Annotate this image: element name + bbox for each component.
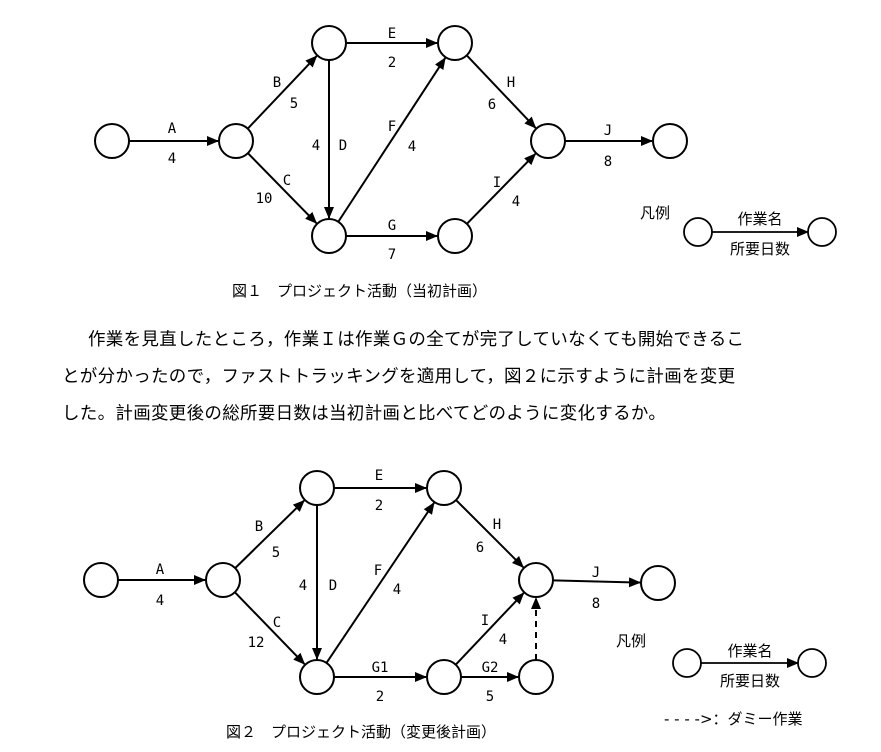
legend-2-title: 凡例 [616,632,646,650]
fig2-activity-name-a: A [156,562,165,578]
fig1-activity-name-g: G [388,218,396,234]
fig1-activity-days-c: 10 [256,191,273,207]
fig2-arrow-c [234,591,306,665]
fig1-node-n3 [311,25,347,61]
legend-1-name-label: 作業名 [737,210,782,228]
fig2-activity-name-h: H [493,517,501,533]
figure-1-caption: 図１ プロジェクト活動（当初計画） [232,282,487,300]
fig2-activity-days-g1: 2 [376,689,384,705]
fig2-node-n7 [518,562,554,598]
fig1-arrow-b [246,55,318,130]
fig2-activity-days-h: 6 [476,540,484,556]
legend-1-start-node [683,217,713,247]
legend-1-days-label: 所要日数 [730,240,790,258]
fig2-node-n4 [299,659,335,695]
fig2-activity-name-g1: G1 [372,660,389,676]
fig1-arrow-c [247,152,318,224]
fig1-activity-days-e: 2 [388,55,396,71]
fig1-node-n4 [311,218,347,254]
fig2-arrow-b [234,499,305,569]
legend-2: 凡例 作業名 所要日数 - - - ->：ダミー作業 [616,632,827,728]
fig2-activity-name-j: J [592,565,600,581]
legend-2-end-node [797,648,827,678]
fig1-activity-name-c: C [283,173,291,189]
fig1-activity-name-e: E [388,26,396,42]
fig2-activity-days-a: 4 [156,593,164,609]
fig2-node-n6 [426,659,462,695]
legend-1-title: 凡例 [640,204,670,222]
fig2-activity-days-d: 4 [299,578,307,594]
fig1-activity-name-b: B [273,75,281,91]
question-line-3: した。計画変更後の総所要日数は当初計画と比べてどのように変化するか。 [62,404,667,424]
fig2-activity-name-i: I [481,613,489,629]
fig2-activity-days-g2: 5 [486,689,494,705]
fig1-activity-days-h: 6 [488,97,496,113]
fig2-activity-days-b: 5 [272,545,280,561]
legend-2-start-node [672,648,702,678]
fig1-activity-name-h: H [507,75,515,91]
fig2-node-n5 [426,470,462,506]
fig2-node-n8 [640,565,676,601]
fig2-node-n1 [83,562,119,598]
fig2-arrow-f [325,502,435,664]
fig1-activity-name-d: D [339,138,347,154]
fig1-activity-days-j: 8 [604,154,612,170]
fig1-activity-name-j: J [604,123,612,139]
fig1-activity-days-g: 7 [388,247,396,263]
fig1-arrow-h [465,54,537,129]
fig1-node-n8 [652,123,688,159]
fig2-activity-name-c: C [273,615,281,631]
fig1-activity-days-a: 4 [168,151,176,167]
fig1-activity-days-d: 4 [312,138,320,154]
question-line-1: 作業を見直したところ，作業Ｉは作業Ｇの全てが完了していなくても開始できるこ [88,330,745,350]
legend-2-name-label: 作業名 [727,642,772,660]
fig2-arrow-h [455,499,524,568]
fig2-activity-name-e: E [375,468,383,484]
question-text: 作業を見直したところ，作業Ｉは作業Ｇの全てが完了していなくても開始できるこ とが… [62,322,862,433]
fig1-activity-days-b: 5 [290,96,298,112]
fig1-node-n5 [437,25,473,61]
fig2-activity-days-j: 8 [592,596,600,612]
fig1-node-n2 [218,123,254,159]
fig1-activity-name-f: F [388,119,396,135]
fig2-activity-days-c: 12 [248,635,265,651]
fig1-activity-name-i: I [493,175,501,191]
fig2-activity-days-e: 2 [375,498,383,514]
fig1-arrow-i [466,153,537,225]
figure-2-caption: 図２ プロジェクト活動（変更後計画） [226,723,496,741]
fig2-activity-days-f: 4 [393,582,401,598]
fig2-activity-name-b: B [255,519,263,535]
fig1-activity-name-a: A [168,121,177,137]
fig1-node-n6 [437,218,473,254]
fig2-node-n9 [518,659,554,695]
fig2-node-n3 [299,470,335,506]
fig2-arrow-j [552,577,642,588]
fig2-activity-name-d: D [329,578,337,594]
fig2-node-n2 [205,562,241,598]
question-line-2: とが分かったので，ファストトラッキングを適用して，図２に示すように計画を変更 [62,367,736,387]
fig1-arrow-f [337,57,446,223]
fig2-activity-days-i: 4 [499,632,507,648]
legend-2-dummy-label: - - - ->：ダミー作業 [664,710,803,728]
fig1-activity-days-i: 4 [512,194,520,210]
fig2-activity-name-f: F [374,563,382,579]
fig2-arrow-i [454,592,525,666]
fig1-activity-days-f: 4 [408,139,416,155]
legend-2-days-label: 所要日数 [720,672,780,690]
legend-1: 凡例 作業名 所要日数 [640,204,837,258]
fig1-node-n1 [94,123,130,159]
fig2-activity-name-g2: G2 [482,660,499,676]
fig1-node-n7 [530,123,566,159]
legend-1-end-node [807,217,837,247]
